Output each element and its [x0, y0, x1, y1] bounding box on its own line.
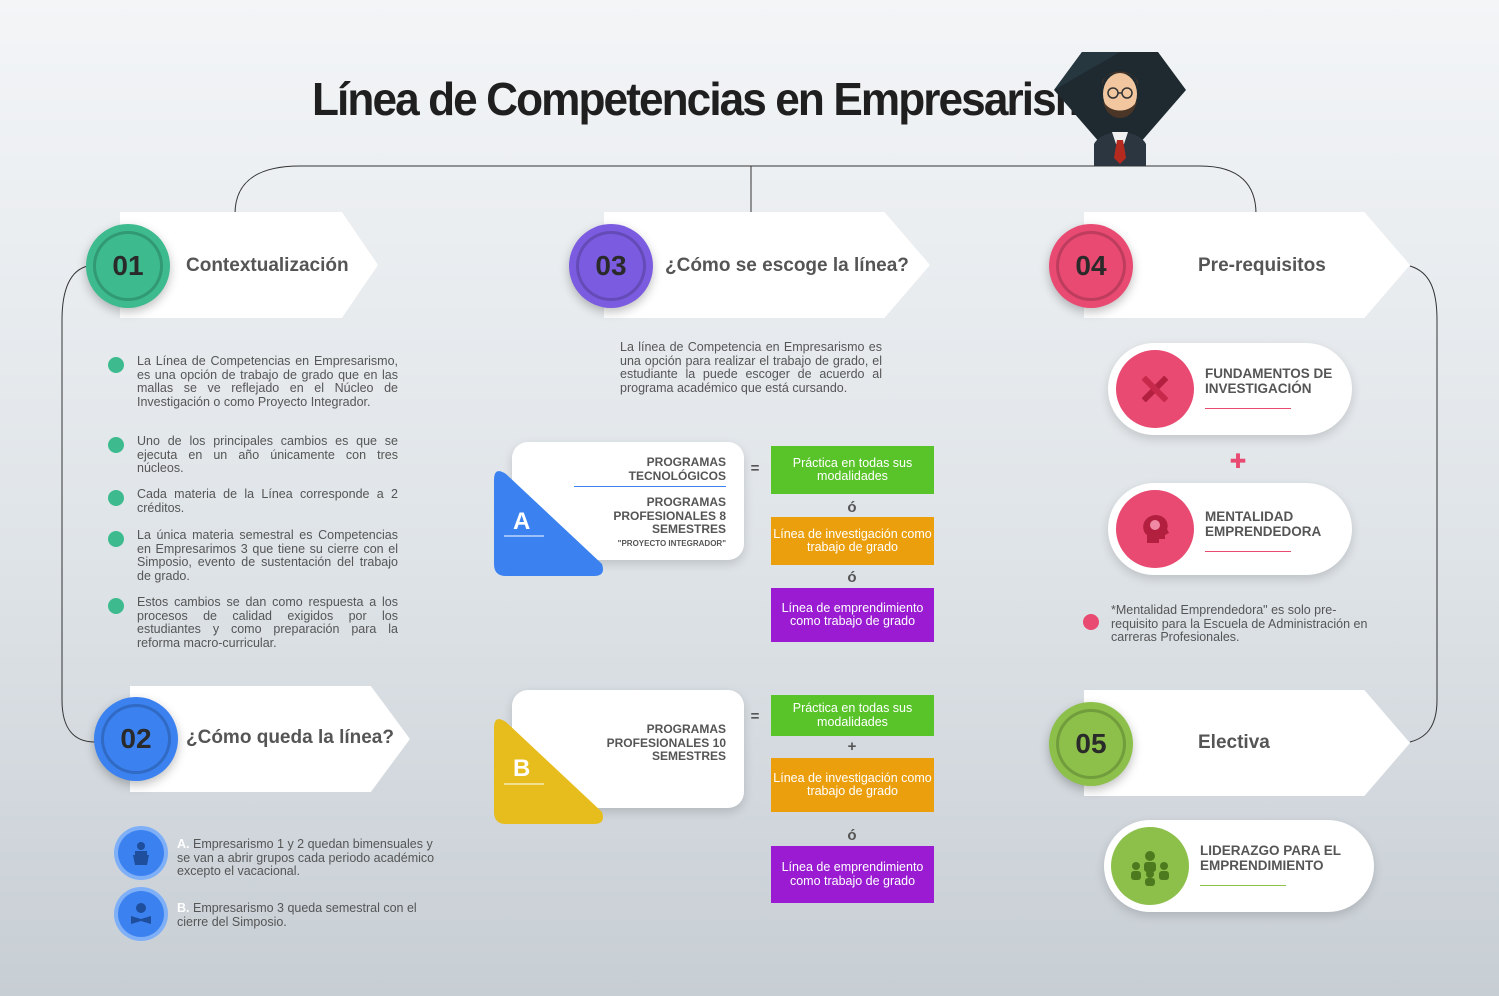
prereq-note: *Mentalidad Emprendedora" es solo pre-re…	[1111, 603, 1368, 644]
businessman-avatar-icon	[1054, 52, 1186, 166]
head-lightbulb-icon	[1116, 490, 1194, 568]
option-investigacion-a: Línea de investigación como trabajo de g…	[771, 517, 934, 565]
speaker-podium-icon	[118, 830, 164, 876]
option-practica-a: Práctica en todas sus modalidades	[771, 446, 934, 494]
section-03-label: ¿Cómo se escoge la línea?	[665, 255, 909, 276]
como-queda-b: B. Empresarismo 3 queda semestral con el…	[177, 901, 439, 929]
section-03-header	[604, 212, 930, 318]
team-leader-icon	[1111, 827, 1189, 905]
bullet-dot	[108, 598, 124, 614]
plus-label: +	[847, 738, 857, 755]
program-profesionales-8: PROGRAMAS PROFESIONALES 8 SEMESTRES	[613, 495, 726, 536]
context-bullet-5: Estos cambios se dan como respuesta a lo…	[137, 595, 398, 650]
program-note: "PROYECTO INTEGRADOR"	[617, 539, 726, 548]
como-queda-a-text: Empresarismo 1 y 2 quedan bimensuales y …	[177, 837, 435, 878]
context-bullet-1: La Línea de Competencias en Empresarismo…	[137, 354, 398, 409]
section-01-number: 01	[86, 224, 170, 308]
section-01-label: Contextualización	[186, 255, 349, 276]
option-emprendimiento-b: Línea de emprendimiento como trabajo de …	[771, 846, 934, 903]
equals-sign-a: =	[750, 460, 760, 477]
prereq-fundamentos: FUNDAMENTOS DE INVESTIGACIÓN	[1205, 366, 1333, 396]
como-escoge-intro: La línea de Competencia en Empresarismo …	[620, 340, 882, 395]
context-bullet-4: La única materia semestral es Competenci…	[137, 528, 398, 583]
divider	[1200, 885, 1286, 886]
pencil-ruler-icon	[1116, 350, 1194, 428]
context-bullet-2: Uno de los principales cambios es que se…	[137, 434, 398, 475]
group-b-letter: B	[513, 755, 531, 782]
or-label: ó	[847, 499, 857, 516]
section-02-number: 02	[94, 697, 178, 781]
como-queda-b-text: Empresarismo 3 queda semestral con el ci…	[177, 901, 417, 929]
como-queda-b-letter: B.	[177, 901, 190, 915]
section-02-label: ¿Cómo queda la línea?	[186, 727, 394, 748]
plus-icon: ✚	[1229, 451, 1247, 473]
section-04-header	[1084, 212, 1410, 318]
reading-person-icon	[118, 891, 164, 937]
bullet-dot	[108, 357, 124, 373]
or-label: ó	[847, 827, 857, 844]
section-04-number: 04	[1049, 224, 1133, 308]
divider	[1205, 551, 1291, 552]
bullet-dot	[108, 490, 124, 506]
section-03-number: 03	[569, 224, 653, 308]
program-profesionales-10: PROGRAMAS PROFESIONALES 10 SEMESTRES	[606, 722, 726, 763]
equals-sign-b: =	[750, 708, 760, 725]
option-practica-b: Práctica en todas sus modalidades	[771, 695, 934, 736]
section-05-label: Electiva	[1198, 732, 1270, 753]
section-05-number: 05	[1049, 702, 1133, 786]
option-emprendimiento-a: Línea de emprendimiento como trabajo de …	[771, 588, 934, 642]
page-title: Línea de Competencias en Empresarismo	[312, 73, 1119, 125]
or-label: ó	[847, 569, 857, 586]
bullet-dot	[108, 531, 124, 547]
section-05-header	[1084, 690, 1410, 796]
group-a-letter: A	[513, 508, 531, 535]
section-04-label: Pre-requisitos	[1198, 255, 1326, 276]
triangle-a	[494, 471, 603, 576]
option-investigacion-b: Línea de investigación como trabajo de g…	[771, 758, 934, 812]
como-queda-a: A. Empresarismo 1 y 2 quedan bimensuales…	[177, 837, 439, 879]
bullet-dot	[108, 437, 124, 453]
electiva-liderazgo: LIDERAZGO PARA EL EMPRENDIMIENTO	[1200, 843, 1341, 873]
prereq-mentalidad: MENTALIDAD EMPRENDEDORA	[1205, 509, 1322, 539]
divider	[574, 486, 726, 487]
divider	[1205, 408, 1291, 409]
triangle-b	[494, 719, 603, 824]
context-bullet-3: Cada materia de la Línea corresponde a 2…	[137, 487, 398, 515]
bullet-dot	[1083, 614, 1099, 630]
como-queda-a-letter: A.	[177, 837, 190, 851]
program-tecnologicos: PROGRAMAS TECNOLÓGICOS	[628, 455, 726, 483]
